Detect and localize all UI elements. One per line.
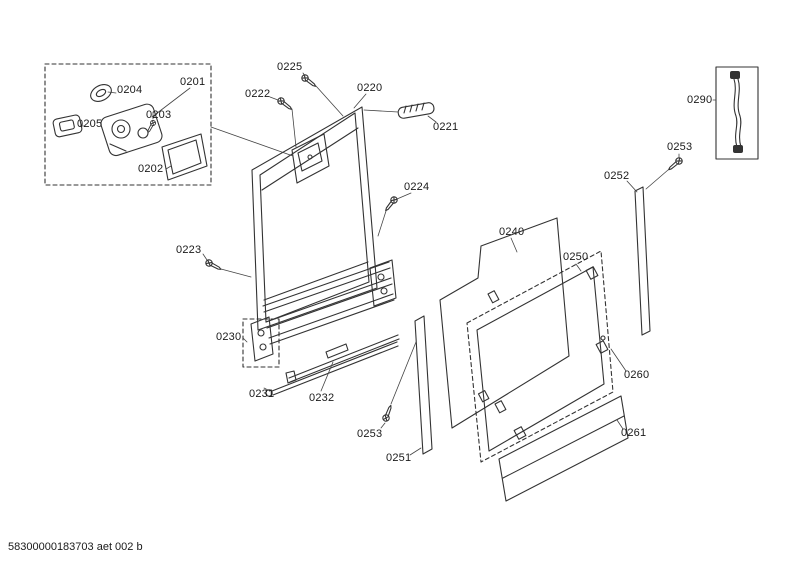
base-panel-0261 (498, 395, 629, 502)
part-label-0290: 0290 (687, 94, 713, 106)
part-label-0221: 0221 (433, 121, 459, 133)
handle-0221 (397, 102, 435, 119)
part-label-0225: 0225 (277, 61, 303, 73)
screw-0222-icon (275, 95, 295, 113)
part-label-0202: 0202 (138, 163, 164, 175)
hinge-rails-0230 (242, 259, 397, 368)
screw-0225-icon (299, 72, 319, 90)
hose-kit-0290 (715, 66, 759, 160)
part-label-0203: 0203 (146, 109, 172, 121)
screw-0253-front-icon (381, 403, 395, 423)
dispenser-recess (291, 133, 330, 184)
part-label-0240: 0240 (499, 226, 525, 238)
trim-strip-0251 (414, 315, 433, 455)
window-frame-0202 (161, 133, 208, 181)
part-label-0204: 0204 (117, 84, 143, 96)
hinge-rods-0231-0232 (265, 334, 400, 397)
part-label-0260: 0260 (624, 369, 650, 381)
door-lock-body-0201 (100, 103, 163, 157)
cap-0205 (52, 114, 83, 138)
part-label-0232: 0232 (309, 392, 335, 404)
part-label-0250: 0250 (563, 251, 589, 263)
part-label-0251: 0251 (386, 452, 412, 464)
part-label-0261: 0261 (621, 427, 647, 439)
part-label-0205: 0205 (77, 118, 103, 130)
leader-lines (79, 72, 717, 456)
part-label-0222: 0222 (245, 88, 271, 100)
part-label-0231: 0231 (249, 388, 275, 400)
grommet-0204 (90, 84, 112, 102)
trim-strip-0252 (634, 186, 651, 336)
assembly-dashed-box-0201 (44, 63, 212, 186)
part-label-0220: 0220 (357, 82, 383, 94)
part-label-0252: 0252 (604, 170, 630, 182)
hinge-bracket-right (369, 259, 397, 307)
document-number: 58300000183703 aet 002 b (8, 541, 143, 553)
hinge-bracket-left (250, 316, 274, 362)
screw-0253-rear-icon (666, 155, 685, 173)
screw-0223-icon (204, 258, 223, 273)
screw-0224-icon (382, 194, 400, 214)
part-label-0253-rear: 0253 (667, 141, 693, 153)
inner-door-panel-0240 (439, 217, 570, 429)
part-label-0230: 0230 (216, 331, 242, 343)
part-label-0253-front: 0253 (357, 428, 383, 440)
part-label-0224: 0224 (404, 181, 430, 193)
hinge-dashed-box-0230 (242, 318, 280, 368)
part-label-0223: 0223 (176, 244, 202, 256)
part-label-0201: 0201 (180, 76, 206, 88)
outer-door-panel-0250 (466, 250, 614, 463)
door-panel-0220 (251, 106, 378, 331)
